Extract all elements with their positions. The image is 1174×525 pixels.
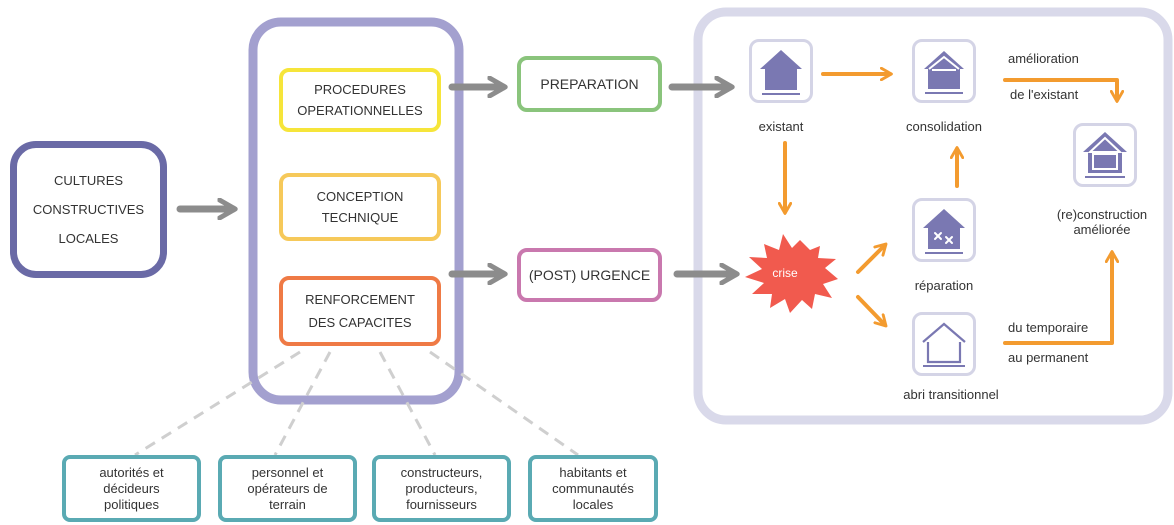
cultures-constructives-label: CULTURES CONSTRUCTIVES LOCALES <box>32 173 145 246</box>
cultures-constructives-box: CULTURES CONSTRUCTIVES LOCALES <box>10 141 167 278</box>
dashed-link-autorites <box>134 350 301 457</box>
actor-label-constructeurs: constructeurs, producteurs, fournisseurs <box>400 464 483 512</box>
renforcement-label: RENFORCEMENT DES CAPACITES <box>305 292 415 330</box>
consolidation-label: consolidation <box>906 119 982 134</box>
consolidation-tile <box>912 39 976 103</box>
existant-tile <box>749 39 813 103</box>
actor-label-personnel: personnel et opérateurs de terrain <box>247 464 328 512</box>
reconstruction-tile <box>1073 123 1137 187</box>
crise-label: crise <box>772 266 798 280</box>
urgence-label: (POST) URGENCE <box>528 267 651 283</box>
actor-label-habitants: habitants et communautés locales <box>552 464 634 512</box>
conception-box: CONCEPTION TECHNIQUE <box>279 173 441 241</box>
amelioration-label-2: de l'existant <box>1010 87 1079 102</box>
urgence-box: (POST) URGENCE <box>517 248 662 302</box>
reconstruction-label: (re)construction améliorée <box>1056 207 1148 237</box>
actor-box-autorites: autorités et décideurs politiques <box>62 455 201 522</box>
reparation-label: réparation <box>914 278 974 293</box>
renforcement-box: RENFORCEMENT DES CAPACITES <box>279 276 441 346</box>
arrow-crise-to-abri <box>856 295 888 328</box>
reparation-tile <box>912 198 976 262</box>
abri-label: abri transitionnel <box>903 387 999 402</box>
damaged-house-icon <box>923 209 965 254</box>
dashed-link-habitants <box>429 350 579 457</box>
procedures-label: PROCEDURES OPERATIONNELLES <box>297 82 423 118</box>
abri-tile <box>912 312 976 376</box>
actor-box-constructeurs: constructeurs, producteurs, fournisseurs <box>372 455 511 522</box>
preparation-label: PREPARATION <box>540 76 639 92</box>
house-icon <box>760 50 802 95</box>
actor-label-autorites: autorités et décideurs politiques <box>99 464 164 512</box>
amelioration-label-1: amélioration <box>1008 51 1079 66</box>
procedures-box: PROCEDURES OPERATIONNELLES <box>279 68 441 132</box>
dashed-link-personnel <box>273 351 332 456</box>
shelter-outline-icon <box>922 322 966 367</box>
arrow-consolidation-to-reconstruction <box>1003 78 1125 103</box>
arrow-abri-to-reconstruction <box>1003 250 1120 345</box>
actor-box-habitants: habitants et communautés locales <box>528 455 658 522</box>
reinforced-house-icon <box>924 51 964 94</box>
dashed-link-constructeurs <box>378 351 437 456</box>
arrow-crise-to-reparation <box>856 242 888 274</box>
crise-burst <box>745 234 838 313</box>
temporaire-label-1: du temporaire <box>1008 320 1089 335</box>
improved-house-icon <box>1083 132 1127 178</box>
existant-label: existant <box>758 119 804 134</box>
preparation-box: PREPARATION <box>517 56 662 112</box>
actor-box-personnel: personnel et opérateurs de terrain <box>218 455 357 522</box>
temporaire-label-2: au permanent <box>1008 350 1089 365</box>
conception-label: CONCEPTION TECHNIQUE <box>316 189 404 225</box>
